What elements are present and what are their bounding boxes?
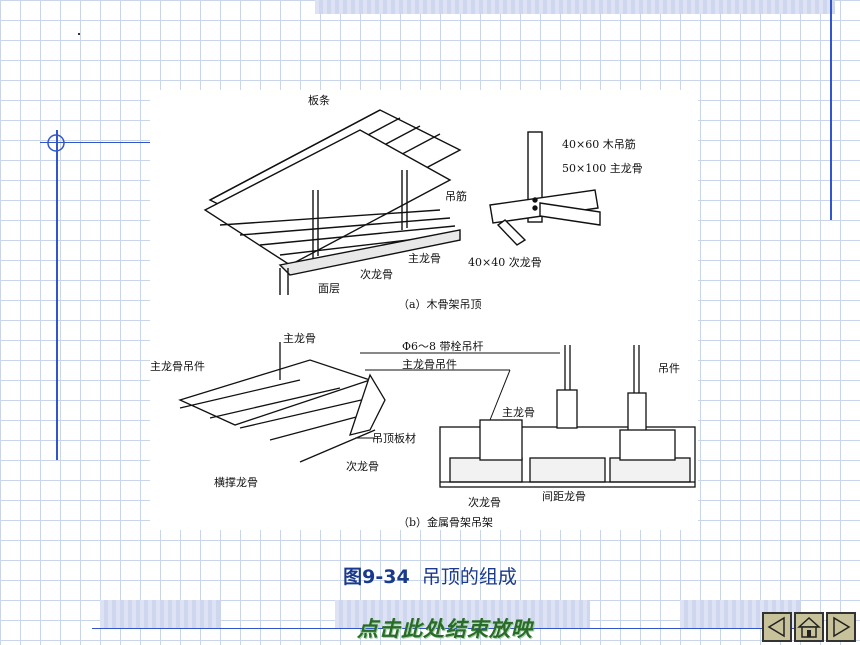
left-decor-line xyxy=(56,130,58,460)
label-wood-hanger: 40×60 木吊筋 xyxy=(562,137,636,151)
triangle-left-icon xyxy=(767,616,785,638)
label-secondary-keel-bottom: 次龙骨 xyxy=(468,495,501,509)
figure-caption: 图9-34 吊顶的组成 xyxy=(0,562,860,589)
label-secondary-keel-a: 次龙骨 xyxy=(360,267,393,281)
label-main-keel-hanger-left: 主龙骨吊件 xyxy=(150,360,205,373)
label-main-keel-hanger: 主龙骨吊件 xyxy=(402,358,457,371)
next-button[interactable] xyxy=(826,612,856,642)
label-cross-keel: 横撑龙骨 xyxy=(214,475,258,489)
ceiling-drawing: 板条 40×60 木吊筋 50×100 主龙骨 吊筋 主龙骨 40×40 次龙骨… xyxy=(150,93,696,529)
circle-decor-icon xyxy=(47,134,65,152)
end-show-link[interactable]: 点击此处结束放映 xyxy=(357,616,533,641)
label-main-keel: 主龙骨 xyxy=(408,252,441,265)
label-main-keel-mid: 主龙骨 xyxy=(502,406,535,419)
label-ceiling-board: 吊顶板材 xyxy=(372,431,416,445)
label-spacing-keel: 间距龙骨 xyxy=(542,490,586,503)
ceiling-figure: 板条 40×60 木吊筋 50×100 主龙骨 吊筋 主龙骨 40×40 次龙骨… xyxy=(150,90,698,530)
figure-number: 图9-34 xyxy=(343,566,410,588)
label-hanger-piece: 吊件 xyxy=(658,362,680,375)
home-icon xyxy=(797,616,821,638)
left-decor-hline xyxy=(40,142,150,143)
prev-button[interactable] xyxy=(762,612,792,642)
figure-title: 吊顶的组成 xyxy=(421,566,517,588)
label-main-keel-size: 50×100 主龙骨 xyxy=(562,162,643,175)
label-bolt-rod: Φ6～8 带栓吊杆 xyxy=(402,339,484,353)
bottom-decor-left xyxy=(100,600,220,628)
sub-caption-a: （a）木骨架吊顶 xyxy=(398,298,482,311)
top-decor-band xyxy=(315,0,835,14)
label-slat: 板条 xyxy=(308,93,330,107)
home-button[interactable] xyxy=(794,612,824,642)
triangle-right-icon xyxy=(833,616,851,638)
decor-dot xyxy=(78,33,80,35)
label-secondary-keel-size: 40×40 次龙骨 xyxy=(468,255,542,269)
label-surface-layer: 面层 xyxy=(318,282,340,295)
bottom-decor-mid xyxy=(335,600,590,628)
bottom-decor-line xyxy=(92,628,802,629)
sub-caption-b: （b）金属骨架吊架 xyxy=(398,515,493,529)
label-hanger: 吊筋 xyxy=(445,189,467,203)
right-decor-line xyxy=(830,0,832,220)
label-main-keel-top: 主龙骨 xyxy=(283,332,316,345)
label-secondary-keel-b: 次龙骨 xyxy=(346,459,379,473)
